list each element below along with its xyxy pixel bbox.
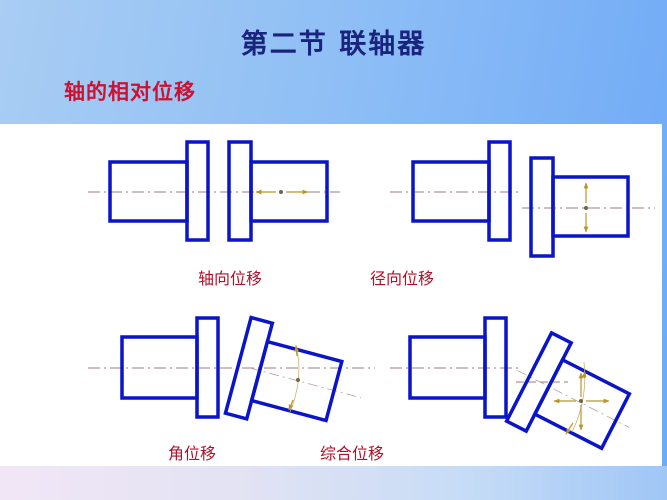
left-flange bbox=[195, 316, 220, 419]
radial-displacement-diagram bbox=[390, 140, 655, 258]
tilted-centerline bbox=[249, 367, 362, 399]
label-axial-displacement: 轴向位移 bbox=[198, 269, 263, 288]
combined-displacement-diagram bbox=[390, 316, 632, 451]
slide-subtitle: 轴的相对位移 bbox=[64, 80, 196, 104]
bottom-band bbox=[0, 466, 667, 500]
axial-displacement-diagram bbox=[88, 140, 340, 242]
combined-arrow-icon bbox=[553, 361, 610, 435]
right-flange bbox=[529, 156, 555, 258]
label-combined-displacement: 综合位移 bbox=[320, 444, 385, 463]
radial-arrow-icon bbox=[583, 182, 589, 233]
label-angular-displacement: 角位移 bbox=[168, 444, 217, 463]
right-flange bbox=[227, 140, 253, 242]
left-flange bbox=[487, 140, 512, 242]
label-radial-displacement: 径向位移 bbox=[370, 269, 435, 288]
right-shaft bbox=[249, 160, 329, 223]
tilted-centerline bbox=[517, 370, 630, 428]
angular-displacement-diagram bbox=[88, 315, 375, 423]
axial-arrow-icon bbox=[255, 189, 309, 195]
angular-arrow-icon bbox=[288, 344, 300, 413]
left-flange bbox=[185, 140, 210, 242]
left-flange bbox=[483, 316, 508, 419]
right-shaft bbox=[551, 175, 630, 238]
slide-title: 第二节 联轴器 bbox=[240, 29, 427, 60]
